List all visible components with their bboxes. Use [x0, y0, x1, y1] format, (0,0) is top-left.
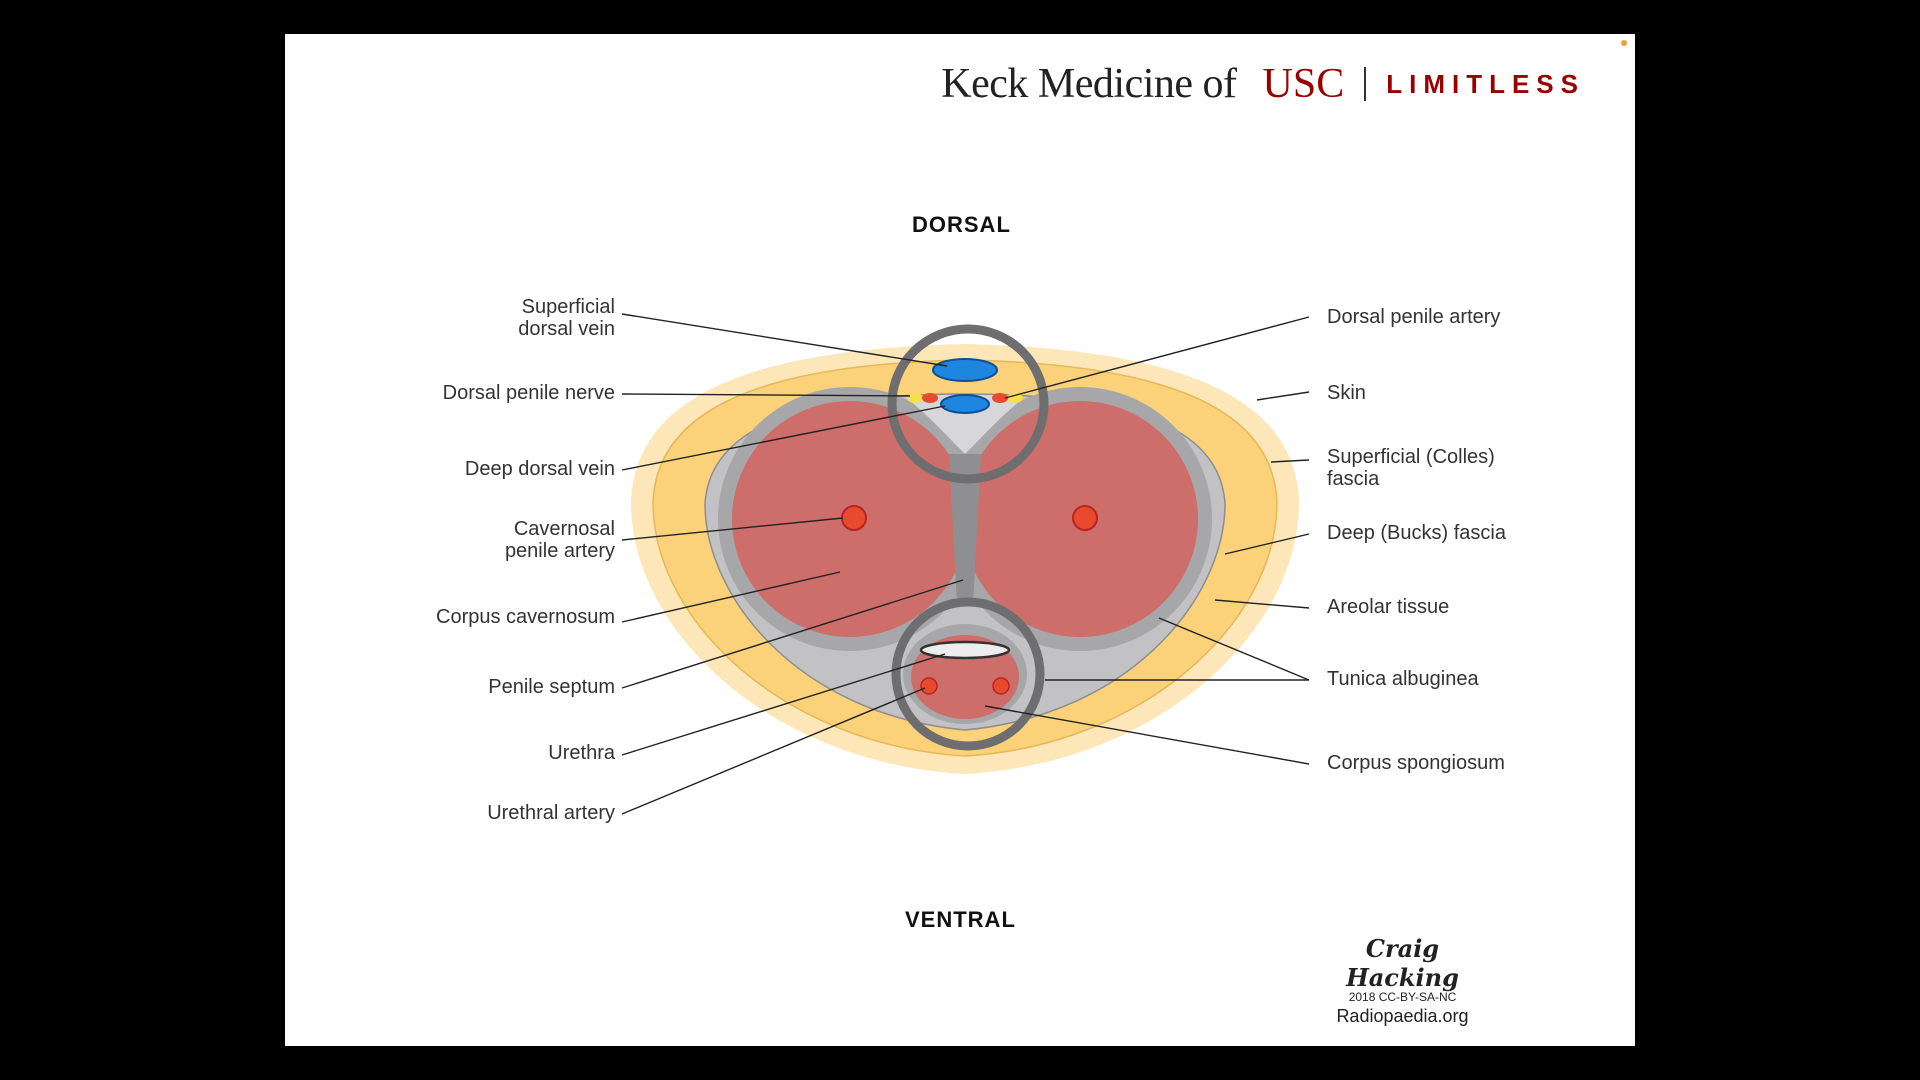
leader-cavernosal-penile-artery: [621, 517, 844, 541]
urethra-shape: [919, 640, 1011, 660]
label-line: Corpus cavernosum: [436, 606, 615, 628]
label-line: Cavernosal: [513, 518, 615, 540]
leader-urethral-artery: [621, 687, 926, 815]
label-deep-dorsal-vein: Deep dorsal vein: [325, 458, 615, 480]
label-skin: Skin: [1327, 382, 1607, 404]
label-cavernosal-penile-artery: Cavernosal penile artery: [375, 518, 615, 562]
label-line: Urethral artery: [487, 802, 615, 824]
cross-section-diagram: [621, 313, 1310, 815]
label-line: Areolar tissue: [1327, 596, 1450, 618]
label-line: Dorsal penile artery: [1327, 306, 1501, 328]
label-corpus-cavernosum: Corpus cavernosum: [315, 606, 615, 628]
label-line: Superficial (Colles): [1327, 446, 1495, 468]
brand-name: Keck Medicine of: [941, 61, 1237, 107]
label-line: Penile septum: [488, 676, 615, 698]
label-dorsal-penile-nerve: Dorsal penile nerve: [325, 382, 615, 404]
label-line: Urethra: [548, 742, 615, 764]
orientation-ventral: VENTRAL: [905, 907, 1016, 932]
label-penile-septum: Penile septum: [325, 676, 615, 698]
label-line: fascia: [1327, 468, 1380, 490]
slide: Keck Medicine of USC LIMITLESS DORSAL VEN…: [285, 34, 1635, 1046]
label-line: Deep (Bucks) fascia: [1327, 522, 1506, 544]
label-areolar-tissue: Areolar tissue: [1327, 596, 1607, 618]
leader-areolar-tissue: [1214, 599, 1310, 609]
brand-separator: [1364, 67, 1367, 101]
dorsal-artery-left: [922, 393, 938, 403]
dorsal-nerve-left: [907, 393, 923, 403]
recording-indicator-dot: [1621, 40, 1627, 46]
leader-lines-right: [984, 316, 1310, 765]
cavernosal-artery-left: [841, 505, 867, 531]
dorsal-nerve-right: [1007, 393, 1023, 403]
leader-corpus-cavernosum: [621, 571, 841, 623]
superficial-dorsal-vein-shape: [932, 358, 998, 382]
leader-lines-left: [621, 313, 964, 815]
orientation-dorsal: DORSAL: [912, 212, 1011, 237]
leader-deep-dorsal-vein: [621, 405, 946, 471]
credit-license: 2018 CC-BY-SA-NC: [1348, 990, 1457, 1004]
label-urethra: Urethra: [325, 742, 615, 764]
label-tunica-albuginea: Tunica albuginea: [1327, 668, 1607, 690]
credit-author: Craig Hacking: [1346, 934, 1459, 992]
penile-septum-shape: [949, 454, 981, 604]
label-dorsal-penile-artery: Dorsal penile artery: [1327, 306, 1607, 328]
leader-penile-septum: [621, 579, 964, 689]
highlight-ring-dorsal: [887, 324, 1049, 484]
dorsal-bundle-bed: [905, 394, 1025, 454]
leader-urethra: [621, 653, 946, 756]
cavernosal-artery-right: [1072, 505, 1098, 531]
leader-deep-bucks-fascia: [1224, 533, 1310, 555]
urethral-artery-right: [992, 677, 1010, 695]
leader-superficial-colles-fascia: [1270, 459, 1310, 463]
label-corpus-spongiosum: Corpus spongiosum: [1327, 752, 1607, 774]
label-superficial-colles-fascia: Superficial (Colles) fascia: [1327, 446, 1607, 490]
label-line: Dorsal penile nerve: [442, 382, 615, 404]
dorsal-artery-right: [992, 393, 1008, 403]
leader-dorsal-penile-artery: [1004, 316, 1310, 399]
label-line: Skin: [1327, 382, 1366, 404]
leader-superficial-dorsal-vein: [621, 313, 948, 367]
credit-site: Radiopaedia.org: [1336, 1006, 1469, 1026]
highlight-ring-ventral: [891, 597, 1045, 751]
leader-corpus-spongiosum: [984, 705, 1310, 765]
label-line: dorsal vein: [518, 318, 615, 340]
deep-dorsal-vein-shape: [940, 394, 990, 414]
label-line: Tunica albuginea: [1327, 668, 1479, 690]
leader-skin: [1256, 391, 1310, 401]
label-superficial-dorsal-vein: Superficial dorsal vein: [375, 296, 615, 340]
label-line: penile artery: [504, 540, 615, 562]
label-deep-bucks-fascia: Deep (Bucks) fascia: [1327, 522, 1607, 544]
urethral-artery-left: [920, 677, 938, 695]
label-line: Deep dorsal vein: [464, 458, 615, 480]
brand-tagline: LIMITLESS: [1386, 68, 1585, 99]
leader-dorsal-penile-nerve: [621, 393, 911, 397]
leader-tunica-albuginea-a: [1158, 617, 1310, 681]
label-urethral-artery: Urethral artery: [325, 802, 615, 824]
brand-usc: USC: [1262, 61, 1345, 107]
label-line: Corpus spongiosum: [1327, 752, 1505, 774]
brand-logo: Keck Medicine of USC LIMITLESS: [941, 60, 1585, 108]
credit-block: Craig Hacking 2018 CC-BY-SA-NC Radiopaed…: [1325, 934, 1480, 1027]
label-line: Superficial: [521, 296, 615, 318]
